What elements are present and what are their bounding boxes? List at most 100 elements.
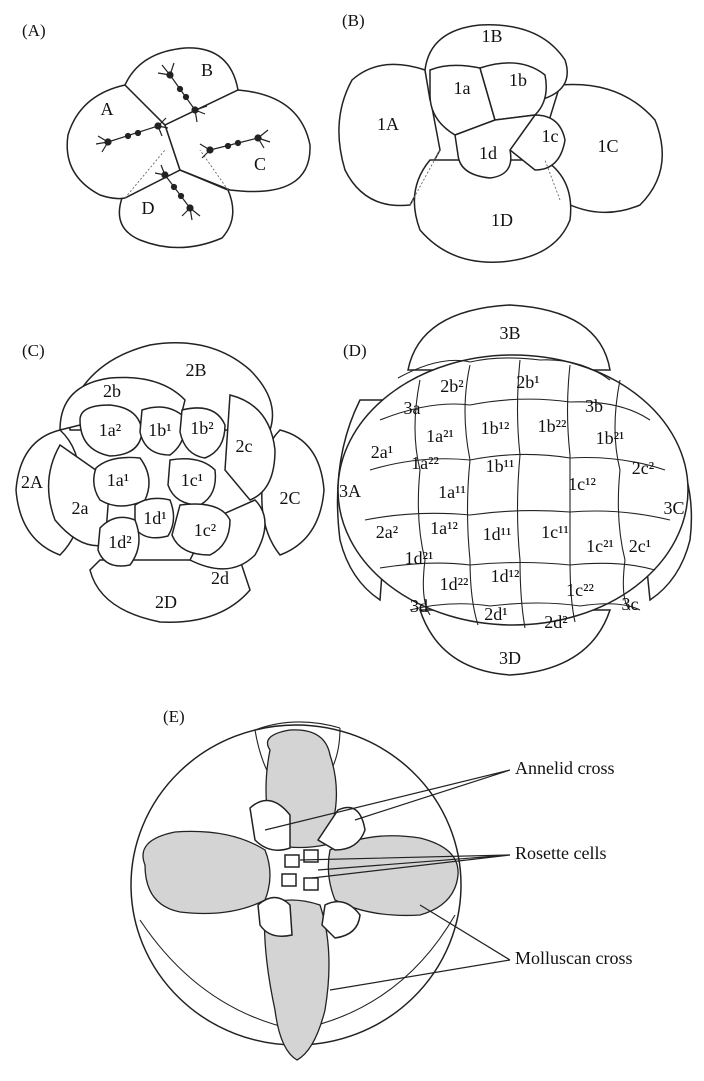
- cell-label-1b21: 1b²¹: [596, 428, 625, 448]
- cell-label-1a11: 1a¹¹: [438, 482, 466, 502]
- cell-2c-shape: [224, 394, 276, 501]
- panel-label-e: (E): [163, 707, 185, 726]
- cell-1c1-shape: [167, 458, 217, 506]
- cell-label-2c1: 2c¹: [629, 536, 651, 556]
- cell-label-2C: 2C: [279, 488, 300, 508]
- panel-label-a: (A): [22, 21, 46, 40]
- panel-c: (C) 2B 2b 2A 2a 2C 2c 2D 2d 1a² 1b¹ 1b² …: [15, 341, 325, 623]
- panel-e: (E) Annelid cros: [130, 707, 632, 1061]
- mitotic-spindles: [95, 62, 271, 221]
- cell-label-1c: 1c: [542, 126, 559, 146]
- cell-label-b: B: [201, 60, 213, 80]
- cell-label-1A: 1A: [377, 114, 399, 134]
- cell-label-1b22: 1b²²: [538, 416, 567, 436]
- cell-label-2a1: 2a¹: [371, 442, 393, 462]
- cell-label-1c1: 1c¹: [181, 470, 203, 490]
- cell-label-1c21: 1c²¹: [586, 536, 614, 556]
- callout-rosette-cells: Rosette cells: [515, 843, 606, 863]
- cell-label-1B: 1B: [481, 26, 502, 46]
- cell-label-1a21: 1a²¹: [426, 426, 454, 446]
- cell-3D-shape: [418, 609, 612, 676]
- rosette-cell: [303, 849, 319, 863]
- cell-label-1b11: 1b¹¹: [486, 456, 515, 476]
- cell-d-shape: [118, 169, 234, 249]
- cell-label-1D: 1D: [491, 210, 513, 230]
- cell-label-2c2: 2c²: [632, 458, 654, 478]
- cell-label-3B: 3B: [499, 323, 520, 343]
- cell-1c-small-shape: [508, 114, 566, 171]
- panel-b: (B) 1B 1A 1C 1D 1a 1b 1c 1d: [338, 11, 663, 263]
- cell-label-a: A: [101, 99, 114, 119]
- cell-1d1-shape: [134, 497, 175, 539]
- cell-label-c: C: [254, 154, 266, 174]
- panel-label-b: (B): [342, 11, 365, 30]
- cell-label-1d21: 1d²¹: [405, 548, 434, 568]
- cell-label-2B: 2B: [185, 360, 206, 380]
- panel-label-c: (C): [22, 341, 45, 360]
- callout-annelid-cross: Annelid cross: [515, 758, 614, 778]
- cell-3B-shape: [407, 304, 611, 371]
- panel-label-d: (D): [343, 341, 367, 360]
- panel-d: (D) 3B 2b² 2b¹ 3a 3b 1b¹² 1b²² 1a²¹ 1b²¹…: [336, 304, 693, 676]
- cell-label-1b12: 1b¹²: [481, 418, 510, 438]
- cell-label-2d1: 2d¹: [484, 604, 507, 624]
- callout-leaders: [264, 769, 511, 991]
- cell-1c-big-shape: [539, 83, 663, 214]
- cell-label-1a1: 1a¹: [107, 470, 129, 490]
- cell-1d2-shape: [97, 516, 140, 567]
- rosette-cell: [284, 854, 300, 868]
- cell-label-1a12: 1a¹²: [430, 518, 458, 538]
- cell-label-2d2: 2d²: [544, 612, 567, 632]
- cell-a-shape: [66, 84, 181, 200]
- cell-label-3c: 3c: [622, 594, 639, 614]
- cell-label-3A: 3A: [339, 481, 361, 501]
- annelid-cross: [249, 799, 366, 939]
- cell-label-3D: 3D: [499, 648, 521, 668]
- panel-a: (A) A B C D: [22, 21, 311, 249]
- cell-label-2c: 2c: [236, 436, 253, 456]
- cell-label-1b2: 1b²: [190, 418, 213, 438]
- cell-label-2b2: 2b²: [440, 376, 463, 396]
- cell-label-3b: 3b: [585, 396, 603, 416]
- cell-label-1d11: 1d¹¹: [483, 524, 512, 544]
- cell-label-1d: 1d: [479, 143, 497, 163]
- cell-label-3a: 3a: [404, 398, 421, 418]
- rosette-leader: [299, 854, 511, 879]
- cell-label-d: D: [142, 198, 155, 218]
- rosette-cell: [281, 873, 297, 887]
- cell-label-3C: 3C: [663, 498, 684, 518]
- cell-grid-d: [364, 357, 671, 629]
- cell-1b2-shape: [179, 407, 226, 459]
- cell-label-1c11: 1c¹¹: [541, 522, 569, 542]
- cell-label-1b1: 1b¹: [148, 420, 171, 440]
- cleavage-furrow-b: [409, 149, 561, 206]
- cell-label-1d1: 1d¹: [143, 508, 166, 528]
- cell-label-2D: 2D: [155, 592, 177, 612]
- cell-label-1a2: 1a²: [99, 420, 121, 440]
- cell-1b-small-shape: [479, 62, 547, 121]
- cell-1a-big-shape: [338, 63, 441, 207]
- cell-label-1a: 1a: [454, 78, 471, 98]
- cell-label-1a22: 1a²²: [411, 453, 439, 473]
- cell-label-2b: 2b: [103, 381, 121, 401]
- embryo-outline-d: [337, 354, 689, 626]
- cell-label-1c12: 1c¹²: [568, 474, 596, 494]
- rosette-cell: [303, 877, 319, 891]
- cell-label-1d2: 1d²: [108, 532, 131, 552]
- cell-label-1C: 1C: [597, 136, 618, 156]
- cell-1d-small-shape: [454, 114, 537, 179]
- rosette-cells: [281, 849, 319, 891]
- callout-molluscan-cross: Molluscan cross: [515, 948, 632, 968]
- cell-label-2d: 2d: [211, 568, 229, 588]
- cell-2D-shape: [89, 559, 251, 623]
- cell-label-1b: 1b: [509, 70, 527, 90]
- cell-label-2a: 2a: [72, 498, 89, 518]
- cell-1c2-shape: [171, 503, 231, 556]
- cleavage-furrow-a: [124, 149, 229, 199]
- molluscan-cross: [142, 729, 459, 1061]
- cell-label-1c2: 1c²: [194, 520, 216, 540]
- molluscan-leader: [329, 904, 511, 991]
- cell-label-2b1: 2b¹: [516, 372, 539, 392]
- cell-label-1d22: 1d²²: [440, 574, 469, 594]
